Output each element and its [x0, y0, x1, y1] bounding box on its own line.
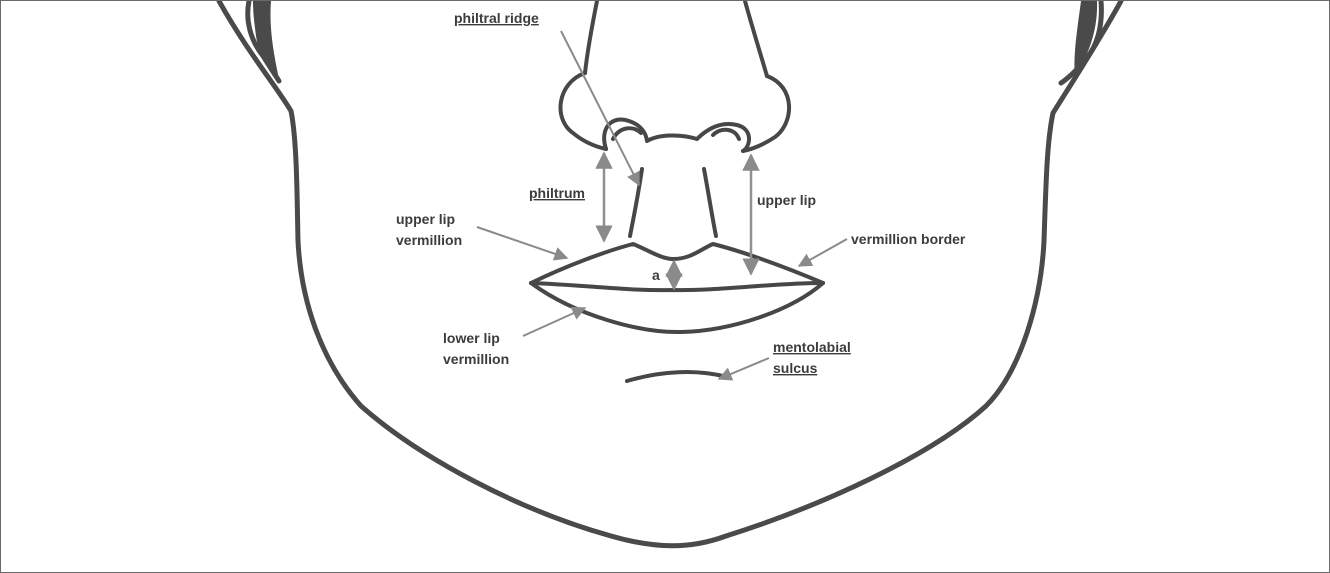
upper-lip-vermillion: [531, 244, 823, 283]
left-ear-inner: [253, 1, 279, 79]
nose-bridge-left: [585, 1, 597, 73]
label-a: a: [652, 267, 660, 283]
label-lower-lip-vermillion-1: lower lip: [443, 330, 500, 346]
philtral-ridge-pointer: [561, 31, 639, 185]
label-mentolabial-2: sulcus: [773, 360, 818, 376]
right-ear-inner: [1074, 1, 1097, 77]
philtral-ridge-right: [704, 169, 716, 236]
label-philtrum: philtrum: [529, 185, 585, 201]
right-nostril: [713, 130, 739, 139]
label-philtral-ridge: philtral ridge: [454, 10, 539, 26]
label-upper-lip: upper lip: [757, 192, 816, 208]
nose-base: [604, 119, 749, 151]
nose-left-ala: [561, 73, 607, 149]
mentolabial-sulcus-pointer: [719, 358, 769, 379]
left-nostril: [613, 128, 641, 139]
mentolabial-sulcus-line: [627, 372, 727, 381]
label-lower-lip-vermillion-2: vermillion: [443, 351, 509, 367]
lower-lip-vermillion-pointer: [523, 308, 585, 336]
face-outline-left: [219, 1, 1121, 546]
vermillion-border-pointer: [799, 239, 847, 266]
label-upper-lip-vermillion-1: upper lip: [396, 211, 455, 227]
nose-bridge-right: [745, 1, 767, 76]
label-vermillion-border: vermillion border: [851, 231, 966, 247]
label-upper-lip-vermillion-2: vermillion: [396, 232, 462, 248]
label-mentolabial-1: mentolabial: [773, 339, 851, 355]
upper-lip-vermillion-pointer: [477, 227, 567, 258]
lip-line: [531, 283, 823, 290]
